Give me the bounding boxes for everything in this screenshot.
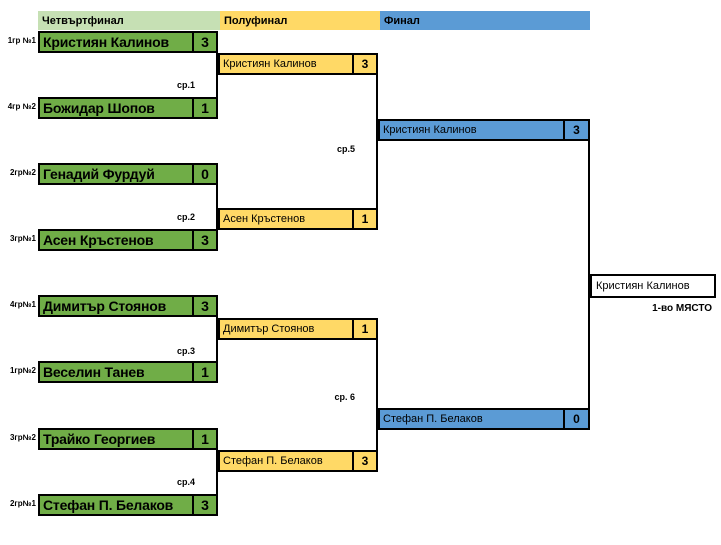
bracket-connector <box>588 141 590 408</box>
qf4-bottom-player-box: Стефан П. Белаков 3 <box>38 494 218 516</box>
player-name: Стефан П. Белаков <box>223 455 323 467</box>
round-header-semifinal: Полуфинал <box>220 11 380 30</box>
match-label-sr1: ср.1 <box>176 80 195 90</box>
qf4-top-player-box: Трайко Георгиев 1 <box>38 428 218 450</box>
bracket-connector <box>376 340 378 450</box>
qf2-bottom-player-box: Асен Кръстенов 3 <box>38 229 218 251</box>
player-score: 3 <box>352 452 376 470</box>
sf1-bottom-player-box: Асен Кръстенов 1 <box>218 208 378 230</box>
sf2-bottom-player-box: Стефан П. Белаков 3 <box>218 450 378 472</box>
sf1-top-player-box: Кристиян Калинов 3 <box>218 53 378 75</box>
round-header-final: Финал <box>380 11 590 30</box>
player-name: Асен Кръстенов <box>223 213 306 225</box>
player-score: 3 <box>192 297 216 315</box>
seed-label: 3гр№2 <box>9 433 36 442</box>
player-name: Кристиян Калинов <box>383 124 477 136</box>
player-name: Божидар Шопов <box>43 100 155 116</box>
player-name: Веселин Танев <box>43 364 145 380</box>
qf1-top-player-box: Кристиян Калинов 3 <box>38 31 218 53</box>
qf3-top-player-box: Димитър Стоянов 3 <box>38 295 218 317</box>
sf2-top-player-box: Димитър Стоянов 1 <box>218 318 378 340</box>
bracket-connector <box>376 75 378 208</box>
winner-name: Кристиян Калинов <box>596 280 690 292</box>
player-score: 1 <box>192 363 216 381</box>
player-score: 0 <box>563 410 588 428</box>
bracket-connector <box>216 317 218 361</box>
player-score: 1 <box>352 320 376 338</box>
bracket-connector <box>216 185 218 229</box>
match-label-sr3: ср.3 <box>176 346 195 356</box>
winner-box: Кристиян Калинов <box>590 274 716 298</box>
match-label-sr2: ср.2 <box>176 212 195 222</box>
match-label-sr4: ср.4 <box>176 477 195 487</box>
seed-label: 3гр№1 <box>9 234 36 243</box>
final-top-player-box: Кристиян Калинов 3 <box>378 119 590 141</box>
player-name: Трайко Георгиев <box>43 431 156 447</box>
player-name: Стефан П. Белаков <box>383 413 483 425</box>
seed-label: 2гр№2 <box>9 168 36 177</box>
seed-label: 2гр№1 <box>9 499 36 508</box>
bracket-connector <box>216 53 218 97</box>
match-label-sr6: ср. 6 <box>334 392 355 402</box>
seed-label: 4гр №2 <box>7 102 36 111</box>
first-place-label: 1-во МЯСТО <box>652 303 712 314</box>
final-bottom-player-box: Стефан П. Белаков 0 <box>378 408 590 430</box>
qf1-bottom-player-box: Божидар Шопов 1 <box>38 97 218 119</box>
player-score: 3 <box>563 121 588 139</box>
match-label-sr5: ср.5 <box>336 144 355 154</box>
seed-label: 4гр№1 <box>9 300 36 309</box>
player-score: 1 <box>192 99 216 117</box>
player-score: 3 <box>192 496 216 514</box>
player-score: 3 <box>192 33 216 51</box>
player-name: Кристиян Калинов <box>223 58 317 70</box>
seed-label: 1гр№2 <box>9 366 36 375</box>
bracket-connector <box>216 450 218 494</box>
round-header-quarterfinal: Четвъртфинал <box>38 11 220 30</box>
player-score: 1 <box>352 210 376 228</box>
player-name: Димитър Стоянов <box>43 298 166 314</box>
player-name: Димитър Стоянов <box>223 323 315 335</box>
player-name: Стефан П. Белаков <box>43 497 174 513</box>
player-name: Асен Кръстенов <box>43 232 154 248</box>
player-score: 3 <box>192 231 216 249</box>
seed-label: 1гр №1 <box>7 36 36 45</box>
qf3-bottom-player-box: Веселин Танев 1 <box>38 361 218 383</box>
player-score: 0 <box>192 165 216 183</box>
player-score: 1 <box>192 430 216 448</box>
player-score: 3 <box>352 55 376 73</box>
qf2-top-player-box: Генадий Фурдуй 0 <box>38 163 218 185</box>
player-name: Генадий Фурдуй <box>43 166 155 182</box>
player-name: Кристиян Калинов <box>43 34 169 50</box>
